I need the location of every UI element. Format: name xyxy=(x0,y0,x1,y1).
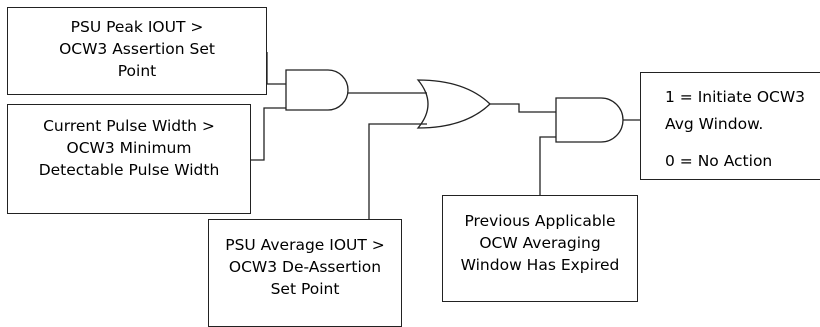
prev-line-3: Window Has Expired xyxy=(460,256,620,274)
wire-prev-to-and2 xyxy=(539,136,556,195)
wire-avg-to-or xyxy=(368,123,427,219)
wire-peak-to-and1 xyxy=(266,52,286,85)
input-box-peak-iout: PSU Peak IOUT > OCW3 Assertion Set Point xyxy=(7,7,267,95)
peak-line-1: PSU Peak IOUT > xyxy=(70,18,204,36)
output-box: 1 = Initiate OCW3 Avg Window. 0 = No Act… xyxy=(640,72,820,180)
wire-pulse-to-and1 xyxy=(251,107,286,161)
input-box-pulse-width: Current Pulse Width > OCW3 Minimum Detec… xyxy=(7,104,251,214)
and-gate-2 xyxy=(555,97,624,143)
avg-line-1: PSU Average IOUT > xyxy=(225,236,385,254)
output-line-3: 0 = No Action xyxy=(665,152,773,170)
wire-or-to-and2 xyxy=(490,103,556,113)
input-box-previous-window: Previous Applicable OCW Averaging Window… xyxy=(442,195,638,302)
pulse-line-1: Current Pulse Width > xyxy=(43,117,215,135)
output-line-1: 1 = Initiate OCW3 xyxy=(665,88,806,106)
pulse-line-3: Detectable Pulse Width xyxy=(38,161,220,179)
input-box-average-iout: PSU Average IOUT > OCW3 De-Assertion Set… xyxy=(208,219,402,327)
or-gate xyxy=(416,79,491,129)
peak-line-2: OCW3 Assertion Set xyxy=(59,40,215,58)
avg-line-3: Set Point xyxy=(270,280,340,298)
peak-line-3: Point xyxy=(117,62,157,80)
avg-line-2: OCW3 De-Assertion xyxy=(228,258,382,276)
prev-line-1: Previous Applicable xyxy=(464,212,616,230)
prev-line-2: OCW Averaging xyxy=(479,234,601,252)
output-line-2: Avg Window. xyxy=(665,115,764,133)
and-gate-1 xyxy=(285,69,349,111)
pulse-line-2: OCW3 Minimum xyxy=(66,139,192,157)
